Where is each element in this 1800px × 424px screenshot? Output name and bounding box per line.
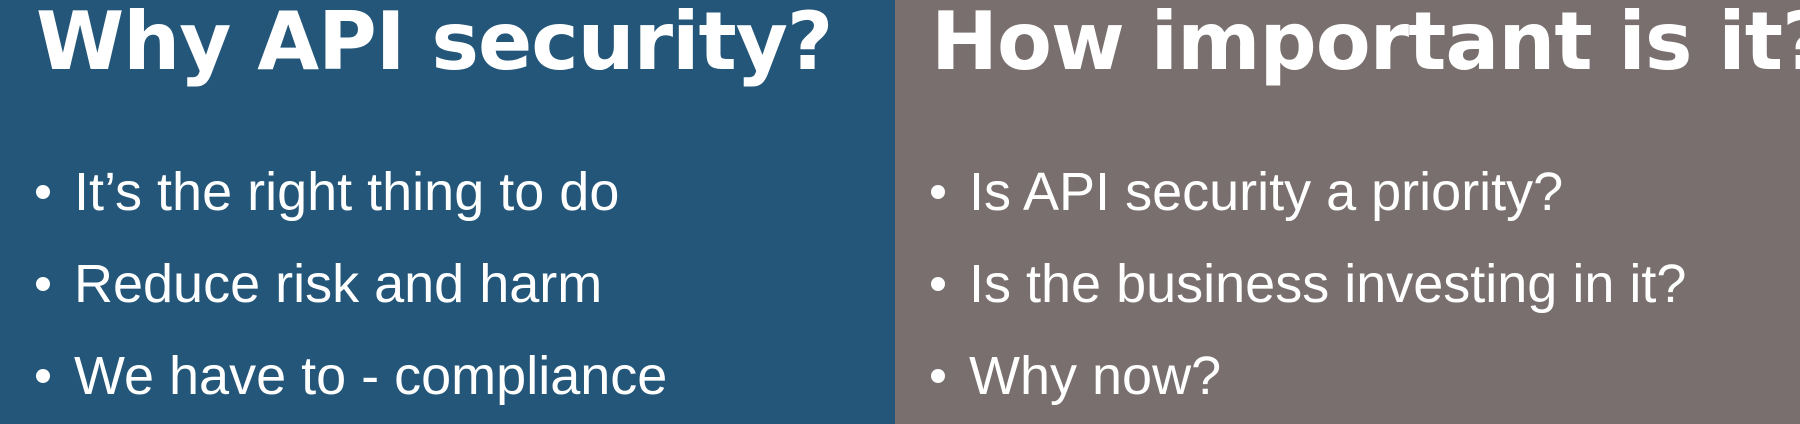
bullet-dot-icon [36, 185, 50, 199]
bullet-dot-icon [36, 369, 50, 383]
bullet-item: We have to - compliance [36, 330, 667, 422]
bullet-dot-icon [931, 185, 945, 199]
how-important-panel: How important is it? Is API security a p… [895, 0, 1800, 424]
how-important-heading: How important is it? [931, 0, 1800, 88]
how-important-list: Is API security a priority? Is the busin… [931, 146, 1686, 422]
bullet-text: Is the business investing in it? [969, 254, 1687, 314]
bullet-dot-icon [36, 277, 50, 291]
bullet-text: Why now? [969, 346, 1222, 406]
bullet-text: We have to - compliance [74, 346, 668, 406]
why-api-security-heading: Why API security? [36, 0, 833, 88]
bullet-dot-icon [931, 277, 945, 291]
bullet-item: It’s the right thing to do [36, 146, 667, 238]
bullet-text: It’s the right thing to do [74, 162, 620, 222]
bullet-item: Why now? [931, 330, 1686, 422]
why-api-security-panel: Why API security? It’s the right thing t… [0, 0, 895, 424]
bullet-text: Is API security a priority? [969, 162, 1564, 222]
bullet-item: Reduce risk and harm [36, 238, 667, 330]
bullet-item: Is the business investing in it? [931, 238, 1686, 330]
bullet-dot-icon [931, 369, 945, 383]
bullet-text: Reduce risk and harm [74, 254, 603, 314]
bullet-item: Is API security a priority? [931, 146, 1686, 238]
why-api-security-list: It’s the right thing to do Reduce risk a… [36, 146, 667, 422]
